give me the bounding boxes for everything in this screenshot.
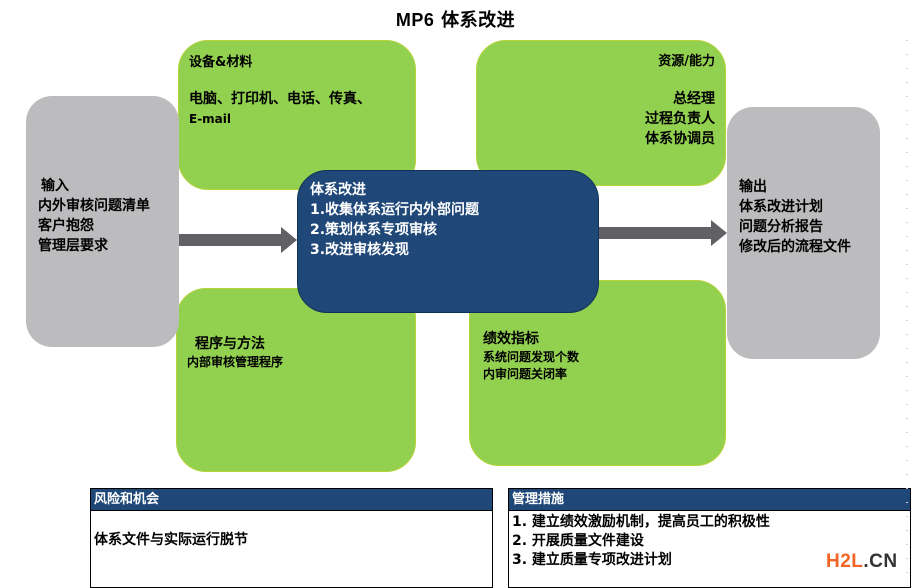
kpi-item: 系统问题发现个数 <box>483 350 580 364</box>
risk-table-header: 风险和机会 <box>91 489 492 511</box>
process-box: 体系改进 1.收集体系运行内外部问题 2.策划体系专项审核 3.改进审核发现 <box>297 170 599 313</box>
process-step: 2.策划体系专项审核 <box>310 222 438 238</box>
methods-heading: 程序与方法 <box>195 336 265 352</box>
process-content: 体系改进 1.收集体系运行内外部问题 2.策划体系专项审核 3.改进审核发现 <box>310 180 479 260</box>
resources-box: 资源/能力 总经理 过程负责人 体系协调员 <box>476 40 726 186</box>
measure-item: 2. 开展质量文件建设 <box>512 533 644 549</box>
arrow-head-icon <box>711 220 727 246</box>
input-item: 管理层要求 <box>38 238 108 254</box>
measures-table-header: 管理措施 <box>509 489 910 511</box>
output-item: 体系改进计划 <box>739 199 823 215</box>
input-box: 输入 内外审核问题清单 客户抱怨 管理层要求 <box>26 96 179 347</box>
edge-dotted-line <box>906 40 908 580</box>
resources-list: 总经理 过程负责人 体系协调员 <box>645 89 715 149</box>
equipment-line-1: 电脑、打印机、电话、传真、 <box>189 91 371 107</box>
procedures-methods-box: 程序与方法 内部审核管理程序 <box>176 288 416 472</box>
input-to-process-arrow <box>179 227 297 253</box>
methods-item: 内部审核管理程序 <box>187 355 284 369</box>
risk-opportunity-table: 风险和机会 体系文件与实际运行脱节 <box>90 488 493 588</box>
output-box: 输出 体系改进计划 问题分析报告 修改后的流程文件 <box>727 107 880 359</box>
measure-item: 3. 建立质量专项改进计划 <box>512 552 672 568</box>
process-step: 3.改进审核发现 <box>310 242 410 258</box>
watermark-suffix: .CN <box>863 551 898 572</box>
resource-item: 过程负责人 <box>645 111 715 127</box>
watermark-logo: H2L.CN <box>826 551 898 573</box>
measure-item: 1. 建立绩效激励机制，提高员工的积极性 <box>512 514 770 530</box>
arrow-head-icon <box>281 227 297 253</box>
process-step: 1.收集体系运行内外部问题 <box>310 202 480 218</box>
input-heading: 输入 <box>41 178 69 194</box>
output-item: 修改后的流程文件 <box>739 239 851 255</box>
title-text: 体系改进 <box>441 10 516 31</box>
input-item: 内外审核问题清单 <box>38 198 150 214</box>
watermark-brand: H2L <box>826 551 864 572</box>
process-heading: 体系改进 <box>310 182 366 198</box>
equipment-line-2: E-mail <box>189 112 232 126</box>
process-to-output-arrow <box>599 220 727 246</box>
output-item: 问题分析报告 <box>739 219 823 235</box>
output-heading: 输出 <box>739 179 767 195</box>
kpi-heading: 绩效指标 <box>483 331 539 347</box>
resource-item: 体系协调员 <box>645 131 715 147</box>
kpi-item: 内审问题关闭率 <box>483 367 568 381</box>
risk-item: 体系文件与实际运行脱节 <box>94 532 248 548</box>
title-code: MP6 <box>395 10 435 30</box>
management-measures-table: 管理措施 1. 建立绩效激励机制，提高员工的积极性 2. 开展质量文件建设 3.… <box>508 488 911 588</box>
equipment-materials-box: 设备&材料 电脑、打印机、电话、传真、 E-mail <box>178 40 416 190</box>
resources-heading: 资源/能力 <box>658 54 715 69</box>
diagram-title: MP6 体系改进 <box>0 6 911 32</box>
output-content: 输出 体系改进计划 问题分析报告 修改后的流程文件 <box>739 177 851 257</box>
resource-item: 总经理 <box>673 91 715 107</box>
input-item: 客户抱怨 <box>38 218 94 234</box>
input-content: 输入 内外审核问题清单 客户抱怨 管理层要求 <box>38 176 150 256</box>
equipment-heading: 设备&材料 <box>189 55 253 70</box>
